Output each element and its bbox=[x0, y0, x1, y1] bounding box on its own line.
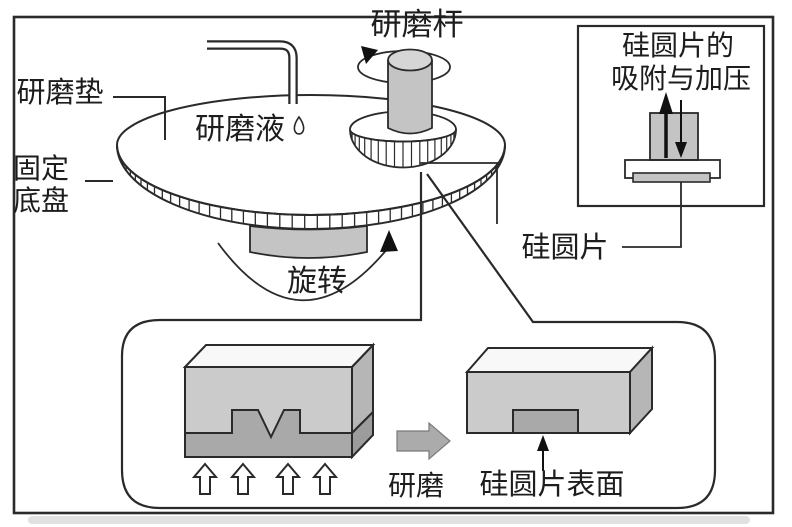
grinding-label: 研磨 bbox=[388, 470, 444, 501]
scan-shadow bbox=[28, 516, 750, 524]
wafer-leader-line-right bbox=[622, 182, 682, 248]
inset-wafer-bar bbox=[632, 172, 711, 183]
rotation-label: 旋转 bbox=[287, 265, 347, 298]
slurry-label: 研磨液 bbox=[195, 113, 285, 146]
rod-rotation-arrowhead-icon bbox=[361, 46, 378, 64]
wafer-before-polish-block bbox=[182, 342, 376, 460]
wafer-carrier-head bbox=[349, 110, 457, 169]
inset-down-arrowhead-icon bbox=[675, 142, 687, 158]
platen-rotation-arrow bbox=[217, 242, 389, 302]
platen-side-band bbox=[116, 144, 506, 230]
platen-top-face bbox=[115, 94, 507, 216]
carrier-top-face bbox=[349, 110, 457, 143]
before-side-face-dark bbox=[351, 409, 374, 460]
before-top-face bbox=[182, 344, 376, 368]
up-arrow-icon bbox=[274, 462, 302, 495]
fixed-base-label-line2: 底盘 bbox=[13, 185, 69, 216]
up-arrow-icon bbox=[191, 462, 219, 495]
grinding-rod-label: 研磨杆 bbox=[371, 7, 464, 42]
fixed-base-label-line1: 固定 bbox=[13, 153, 69, 184]
process-arrow-icon bbox=[396, 421, 451, 461]
platen-pedestal bbox=[249, 224, 368, 259]
slurry-droplet-icon bbox=[293, 115, 305, 135]
up-arrow-icon bbox=[311, 462, 339, 495]
inset-carrier-block bbox=[649, 112, 699, 161]
silicon-wafer-label: 硅圆片 bbox=[521, 231, 608, 264]
slurry-pipe bbox=[207, 40, 305, 135]
inset-up-arrowhead-icon bbox=[659, 92, 673, 114]
wafer-leader-line-left bbox=[420, 162, 498, 224]
wafer-surface-arrowhead-icon bbox=[537, 435, 549, 451]
detail-callout-box bbox=[120, 172, 717, 510]
wafer-surface-label: 硅圆片表面 bbox=[479, 468, 624, 501]
inset-title-line2: 吸附与加压 bbox=[611, 63, 751, 94]
carrier-hatch-stripes bbox=[351, 132, 455, 168]
figure-border bbox=[12, 15, 775, 515]
rod-top-face bbox=[387, 48, 433, 72]
platen-hatch-stripes bbox=[122, 161, 500, 229]
inset-box: 硅圆片的 吸附与加压 bbox=[576, 24, 766, 208]
pressure-up-arrows bbox=[191, 462, 339, 495]
after-polished-region bbox=[512, 409, 579, 434]
grinding-pad-label: 研磨垫 bbox=[16, 76, 103, 109]
grinding-rod bbox=[387, 48, 433, 135]
up-arrow-icon bbox=[229, 462, 257, 495]
inset-title-line1: 硅圆片的 bbox=[622, 30, 734, 61]
polishing-platen bbox=[115, 94, 507, 230]
before-uneven-layer bbox=[184, 409, 353, 458]
wafer-after-polish-block bbox=[464, 345, 655, 436]
after-side-face bbox=[629, 345, 653, 436]
inset-border bbox=[576, 24, 766, 208]
platen-rotation-arrowhead-icon bbox=[380, 230, 398, 252]
rod-body bbox=[387, 60, 433, 135]
grinding-pad-leader-line bbox=[113, 96, 166, 140]
after-top-face bbox=[464, 347, 655, 373]
pipe-bore bbox=[207, 42, 296, 106]
